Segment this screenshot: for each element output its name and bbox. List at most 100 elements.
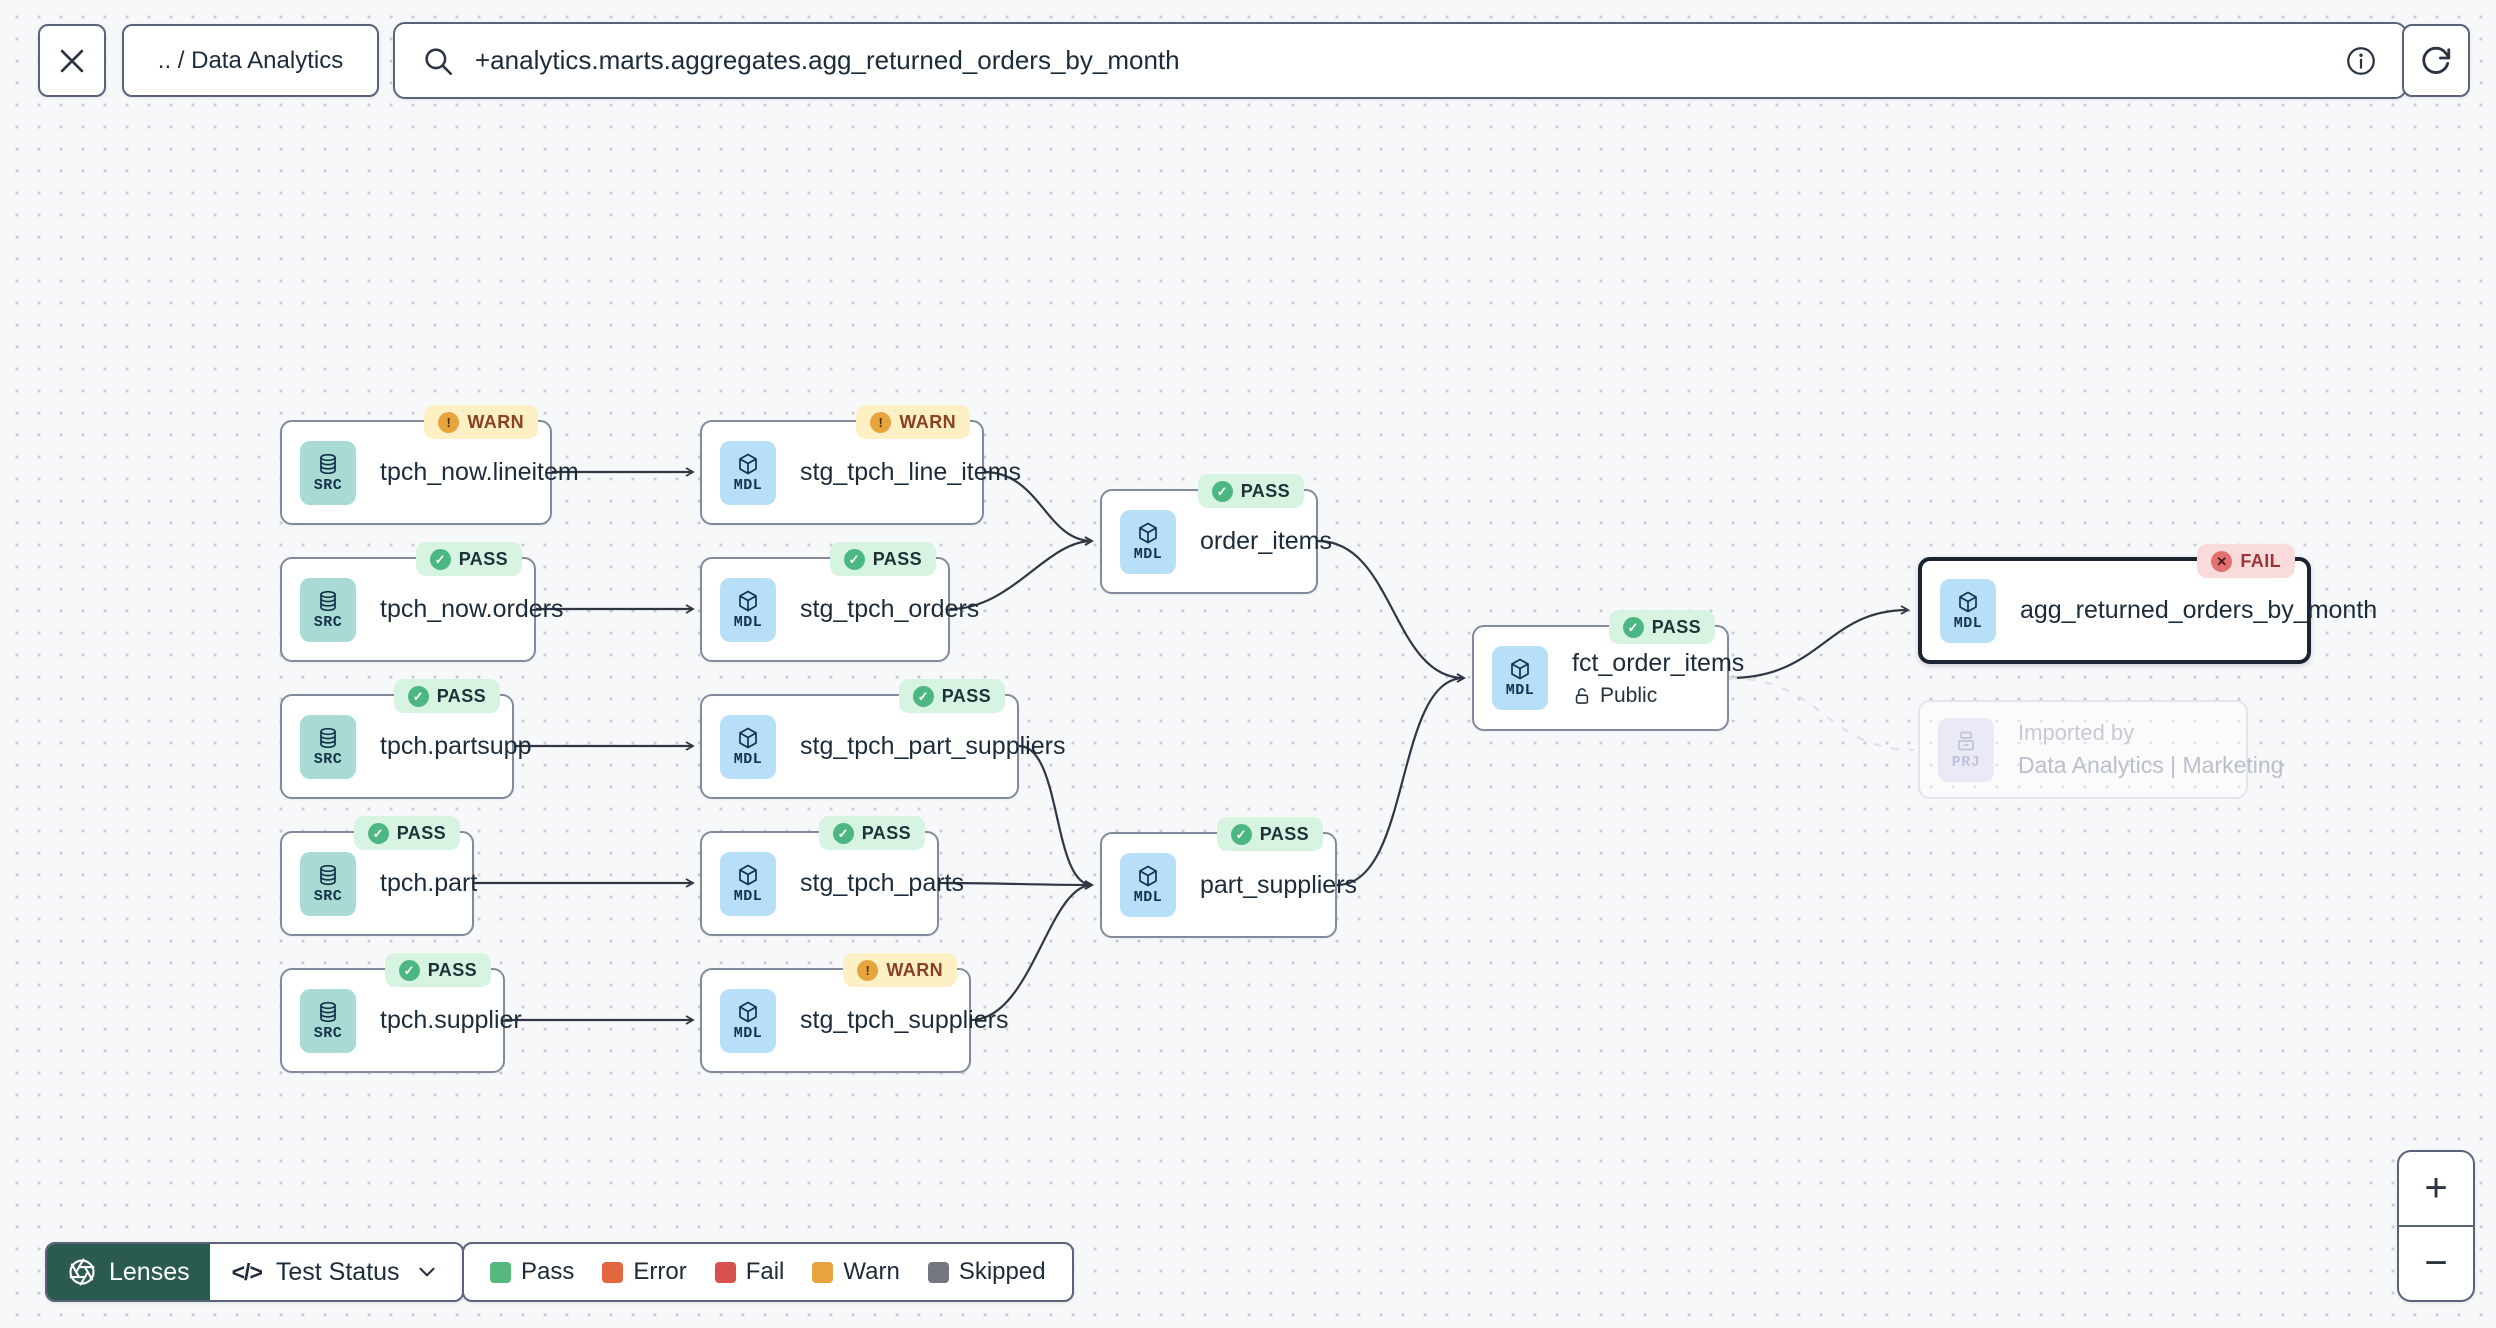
node-title: tpch_now.lineitem xyxy=(380,458,579,486)
model-icon: MDL xyxy=(720,714,776,779)
lineage-edge xyxy=(1018,744,1094,890)
node-title: agg_returned_orders_by_month xyxy=(2020,596,2378,624)
node-content: stg_tpch_suppliers xyxy=(800,1006,1009,1035)
resource-type-label: MDL xyxy=(1953,614,1983,632)
model-icon: MDL xyxy=(1940,578,1996,643)
legend-item-pass: Pass xyxy=(490,1258,574,1286)
source-icon: SRC xyxy=(300,714,356,779)
refresh-button[interactable] xyxy=(2402,24,2470,97)
resource-type-label: MDL xyxy=(733,887,763,905)
close-icon xyxy=(55,44,89,78)
node-tpch_supplier[interactable]: ✓PASS SRC tpch.supplier xyxy=(280,953,522,1073)
status-badge-pass: ✓PASS xyxy=(1197,474,1304,508)
resource-type-label: SRC xyxy=(313,613,343,631)
status-badge-warn: !WARN xyxy=(843,953,957,987)
model-icon: MDL xyxy=(720,577,776,642)
lineage-edge xyxy=(1728,676,1915,752)
resource-type-label: MDL xyxy=(733,476,763,494)
node-content: tpch_now.lineitem xyxy=(380,458,579,487)
node-title: tpch.partsupp xyxy=(380,732,532,760)
legend-item-fail: Fail xyxy=(714,1258,784,1286)
node-content: part_suppliers xyxy=(1200,871,1357,900)
info-icon[interactable] xyxy=(2343,43,2379,79)
zoom-out-button[interactable]: − xyxy=(2424,1241,2448,1285)
node-content: agg_returned_orders_by_month xyxy=(2020,596,2378,625)
warn-status-icon: ! xyxy=(438,411,460,433)
node-content: tpch.supplier xyxy=(380,1006,522,1035)
zoom-in-button[interactable]: + xyxy=(2399,1152,2473,1227)
node-content: stg_tpch_part_suppliers xyxy=(800,732,1066,761)
search-value: +analytics.marts.aggregates.agg_returned… xyxy=(475,45,1180,75)
legend-swatch xyxy=(812,1261,834,1283)
status-badge-warn: !WARN xyxy=(856,405,970,439)
node-title: tpch.part xyxy=(380,869,478,897)
node-content: tpch.partsupp xyxy=(380,732,532,761)
lineage-edge xyxy=(1336,673,1466,887)
source-icon: SRC xyxy=(300,577,356,642)
status-badge-pass: ✓PASS xyxy=(384,953,491,987)
pass-status-icon: ✓ xyxy=(429,548,451,570)
pass-status-icon: ✓ xyxy=(1211,480,1233,502)
status-badge-pass: ✓PASS xyxy=(1608,610,1715,644)
legend-item-error: Error xyxy=(602,1258,687,1286)
lenses-button[interactable]: Lenses xyxy=(47,1244,210,1300)
resource-type-label: SRC xyxy=(313,750,343,768)
resource-type-label: MDL xyxy=(1133,889,1163,906)
pass-status-icon: ✓ xyxy=(407,685,429,707)
source-icon: SRC xyxy=(300,988,356,1053)
resource-type-label: MDL xyxy=(733,613,763,631)
node-stg_tpch_suppliers[interactable]: !WARN MDL stg_tpch_suppliers xyxy=(700,953,1009,1073)
warn-status-icon: ! xyxy=(870,411,892,433)
node-content: stg_tpch_orders xyxy=(800,595,979,624)
model-icon: MDL xyxy=(720,440,776,505)
model-icon: MDL xyxy=(1492,646,1548,710)
pass-status-icon: ✓ xyxy=(1622,616,1644,638)
search-input[interactable]: +analytics.marts.aggregates.agg_returned… xyxy=(393,22,2407,99)
node-content: tpch.part xyxy=(380,869,478,898)
project-icon: PRJ xyxy=(1938,717,1994,782)
breadcrumb[interactable]: .. / Data Analytics xyxy=(122,24,379,97)
resource-type-label: SRC xyxy=(313,887,343,905)
model-icon: MDL xyxy=(1120,509,1176,574)
legend-label: Pass xyxy=(521,1258,575,1285)
node-title: tpch_now.orders xyxy=(380,595,564,623)
chevron-down-icon xyxy=(414,1259,440,1285)
lens-toolbar: Lenses </> Test Status xyxy=(45,1242,464,1302)
refresh-icon xyxy=(2418,43,2454,79)
node-title: stg_tpch_part_suppliers xyxy=(800,732,1066,760)
legend-label: Warn xyxy=(843,1258,900,1285)
status-badge-pass: ✓PASS xyxy=(818,816,925,850)
legend-swatch xyxy=(490,1261,511,1283)
unlock-icon xyxy=(1572,686,1592,706)
close-button[interactable] xyxy=(38,24,106,97)
breadcrumb-label: .. / Data Analytics xyxy=(157,46,344,74)
legend-item-skipped: Skipped xyxy=(927,1258,1046,1286)
status-badge-warn: !WARN xyxy=(424,405,538,439)
lens-selector[interactable]: </> Test Status xyxy=(209,1244,462,1300)
lenses-label: Lenses xyxy=(109,1257,190,1286)
legend-label: Skipped xyxy=(958,1258,1046,1285)
pass-status-icon: ✓ xyxy=(1230,823,1252,845)
legend-swatch xyxy=(714,1261,736,1283)
model-icon: MDL xyxy=(1120,853,1176,917)
pass-status-icon: ✓ xyxy=(912,685,934,707)
node-title: stg_tpch_suppliers xyxy=(800,1006,1009,1034)
aperture-icon xyxy=(67,1257,97,1287)
model-icon: MDL xyxy=(720,988,776,1053)
